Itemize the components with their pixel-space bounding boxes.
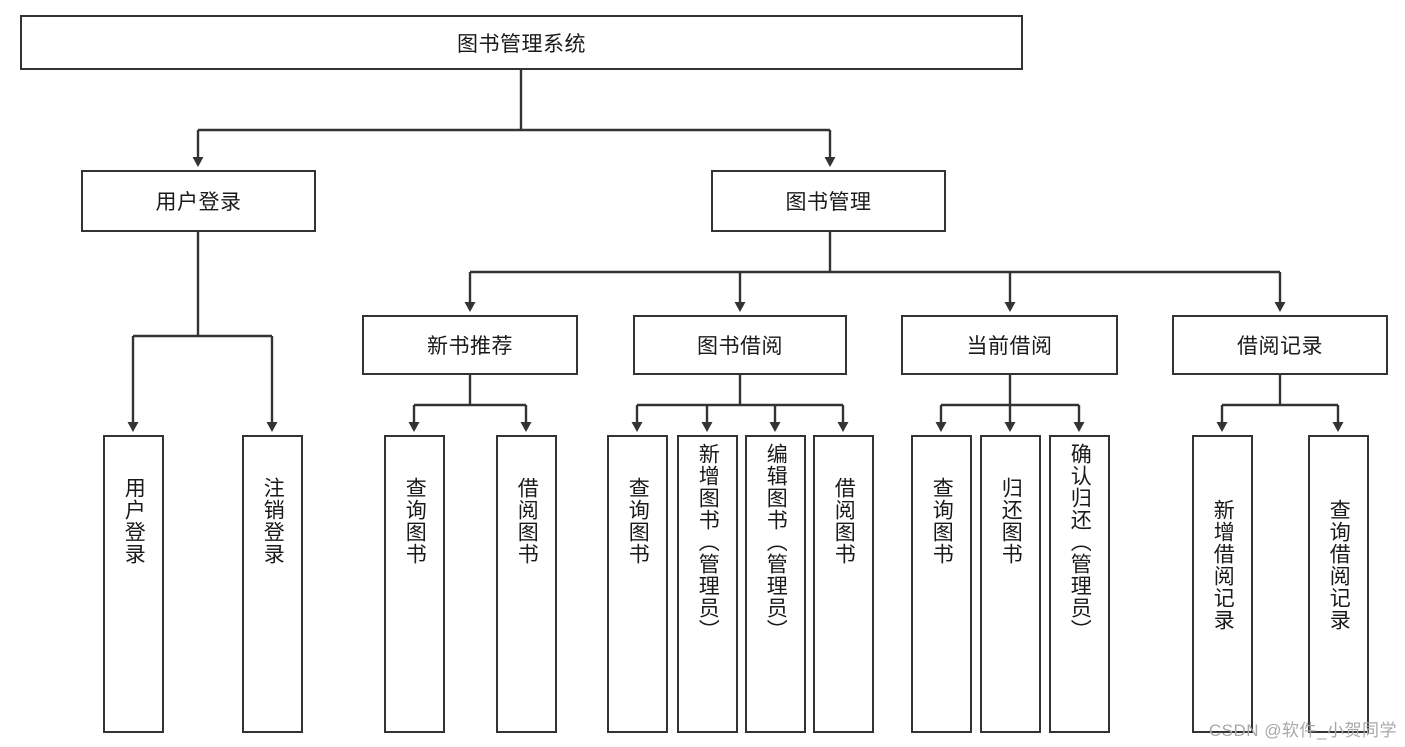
- node-label: 查询图书: [626, 477, 650, 565]
- leaf-book-borrow-add-book-admin[interactable]: 新增图书（管理员）: [677, 435, 738, 733]
- node-label: 新增图书（管理员）: [696, 443, 720, 641]
- leaf-current-borrow-confirm-return-admin[interactable]: 确认归还（管理员）: [1049, 435, 1110, 733]
- node-label: 归还图书: [999, 477, 1023, 565]
- node-label: 新增借阅记录: [1211, 499, 1235, 631]
- node-label: 借阅记录: [1237, 335, 1323, 358]
- watermark-text: CSDN @软件_小贺同学: [1208, 721, 1397, 740]
- node-user-login[interactable]: 用户登录: [81, 170, 316, 232]
- node-borrowing-records[interactable]: 借阅记录: [1172, 315, 1388, 375]
- node-label: 查询图书: [403, 477, 427, 565]
- node-current-borrowing[interactable]: 当前借阅: [901, 315, 1118, 375]
- node-label: 图书管理系统: [457, 32, 586, 56]
- node-label: 查询图书: [930, 477, 954, 565]
- leaf-new-book-query-books[interactable]: 查询图书: [384, 435, 445, 733]
- node-label: 借阅图书: [832, 477, 856, 565]
- node-label: 新书推荐: [427, 335, 513, 358]
- leaf-book-borrow-query-books[interactable]: 查询图书: [607, 435, 668, 733]
- node-new-book-recommendation[interactable]: 新书推荐: [362, 315, 578, 375]
- node-label: 用户登录: [155, 191, 242, 214]
- node-label: 图书管理: [785, 191, 872, 214]
- node-label: 借阅图书: [515, 477, 539, 565]
- node-label: 图书借阅: [697, 335, 783, 358]
- leaf-record-query-borrow-record[interactable]: 查询借阅记录: [1308, 435, 1369, 733]
- leaf-book-borrow-borrow-books[interactable]: 借阅图书: [813, 435, 874, 733]
- leaf-user-login-logout[interactable]: 注销登录: [242, 435, 303, 733]
- node-label: 注销登录: [261, 477, 285, 565]
- leaf-current-borrow-return-books[interactable]: 归还图书: [980, 435, 1041, 733]
- node-label: 用户登录: [122, 477, 146, 565]
- node-label: 查询借阅记录: [1327, 499, 1351, 631]
- leaf-current-borrow-query-books[interactable]: 查询图书: [911, 435, 972, 733]
- node-book-borrowing[interactable]: 图书借阅: [633, 315, 847, 375]
- node-root-book-management-system[interactable]: 图书管理系统: [20, 15, 1023, 70]
- leaf-new-book-borrow-books[interactable]: 借阅图书: [496, 435, 557, 733]
- node-label: 确认归还（管理员）: [1068, 443, 1092, 641]
- node-book-management[interactable]: 图书管理: [711, 170, 946, 232]
- node-label: 编辑图书（管理员）: [764, 443, 788, 641]
- node-label: 当前借阅: [966, 335, 1053, 358]
- leaf-user-login-login[interactable]: 用户登录: [103, 435, 164, 733]
- leaf-record-add-borrow-record[interactable]: 新增借阅记录: [1192, 435, 1253, 733]
- leaf-book-borrow-edit-book-admin[interactable]: 编辑图书（管理员）: [745, 435, 806, 733]
